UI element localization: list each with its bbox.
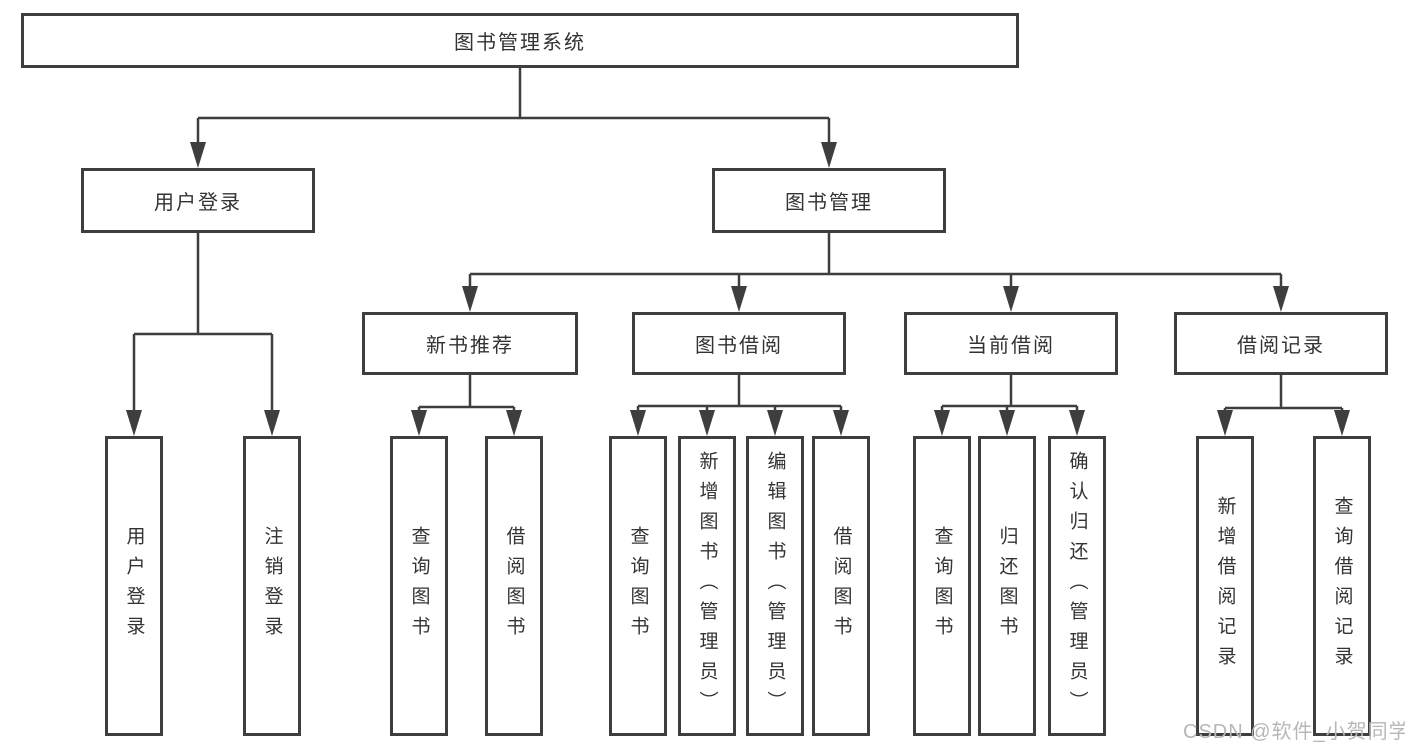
node-user-login: 用户登录 (81, 168, 315, 233)
connector-new-book-recommend (419, 375, 514, 409)
node-borrow-records: 借阅记录 (1174, 312, 1388, 375)
leaf-query-borrow-record: 查询借阅记录 (1313, 436, 1371, 736)
connector-root (198, 68, 829, 120)
leaf-confirm-return-admin: 确认归还（管理员） (1048, 436, 1106, 736)
leaf-borrow-books-newbook-label: 借阅图书 (503, 526, 525, 646)
connector-arrowhead (506, 410, 522, 436)
leaf-query-books-current: 查询图书 (913, 436, 971, 736)
leaf-user-login: 用户登录 (105, 436, 163, 736)
connector-book-borrow (638, 375, 841, 408)
node-book-management-label: 图书管理 (785, 192, 873, 214)
connector-arrowhead (821, 142, 837, 168)
connector-arrowhead (833, 410, 849, 436)
node-user-login-label: 用户登录 (154, 192, 242, 214)
connector-borrow-records (1225, 375, 1342, 410)
node-new-book-recommend: 新书推荐 (362, 312, 578, 375)
leaf-return-book: 归还图书 (978, 436, 1036, 736)
connector-arrowhead (411, 410, 427, 436)
node-root: 图书管理系统 (21, 13, 1019, 68)
connector-arrowhead (699, 410, 715, 436)
leaf-query-books-borrow: 查询图书 (609, 436, 667, 736)
leaf-add-borrow-record-label: 新增借阅记录 (1214, 496, 1236, 676)
leaf-query-books-borrow-label: 查询图书 (627, 526, 649, 646)
leaf-query-books-current-label: 查询图书 (931, 526, 953, 646)
watermark: CSDN @软件_小贺同学 (1183, 721, 1405, 743)
connector-arrowhead (1273, 286, 1289, 312)
leaf-borrow-books-borrow-label: 借阅图书 (830, 526, 852, 646)
node-root-label: 图书管理系统 (454, 32, 586, 54)
connector-arrowhead (1003, 286, 1019, 312)
connector-book-management (470, 233, 1281, 276)
leaf-user-login-label: 用户登录 (123, 526, 145, 646)
connector-arrowhead (767, 410, 783, 436)
node-book-borrow: 图书借阅 (632, 312, 846, 375)
leaf-return-book-label: 归还图书 (996, 526, 1018, 646)
connector-arrowhead (462, 286, 478, 312)
connector-user-login (134, 233, 272, 336)
connector-arrows (126, 118, 1350, 436)
leaf-borrow-books-borrow: 借阅图书 (812, 436, 870, 736)
leaf-query-books-newbook-label: 查询图书 (408, 526, 430, 646)
connector-arrowhead (999, 410, 1015, 436)
leaf-add-book-admin-label: 新增图书（管理员） (696, 451, 718, 721)
node-book-management: 图书管理 (712, 168, 946, 233)
leaf-edit-book-admin-label: 编辑图书（管理员） (764, 451, 786, 721)
leaf-borrow-books-newbook: 借阅图书 (485, 436, 543, 736)
node-current-borrow-label: 当前借阅 (967, 335, 1055, 357)
node-new-book-recommend-label: 新书推荐 (426, 335, 514, 357)
connector-arrowhead (934, 410, 950, 436)
leaf-query-books-newbook: 查询图书 (390, 436, 448, 736)
connector-arrowhead (1334, 410, 1350, 436)
connector-arrowhead (126, 410, 142, 436)
leaf-add-book-admin: 新增图书（管理员） (678, 436, 736, 736)
node-book-borrow-label: 图书借阅 (695, 335, 783, 357)
leaf-confirm-return-admin-label: 确认归还（管理员） (1066, 451, 1088, 721)
leaf-edit-book-admin: 编辑图书（管理员） (746, 436, 804, 736)
connector-arrowhead (1069, 410, 1085, 436)
leaf-add-borrow-record: 新增借阅记录 (1196, 436, 1254, 736)
connector-current-borrow (942, 375, 1077, 408)
connector-arrowhead (264, 410, 280, 436)
connector-arrowhead (731, 286, 747, 312)
leaf-query-borrow-record-label: 查询借阅记录 (1331, 496, 1353, 676)
leaf-logout-login-label: 注销登录 (261, 526, 283, 646)
leaf-logout-login: 注销登录 (243, 436, 301, 736)
connector-arrowhead (190, 142, 206, 168)
node-current-borrow: 当前借阅 (904, 312, 1118, 375)
node-borrow-records-label: 借阅记录 (1237, 335, 1325, 357)
connector-arrowhead (630, 410, 646, 436)
connector-arrowhead (1217, 410, 1233, 436)
